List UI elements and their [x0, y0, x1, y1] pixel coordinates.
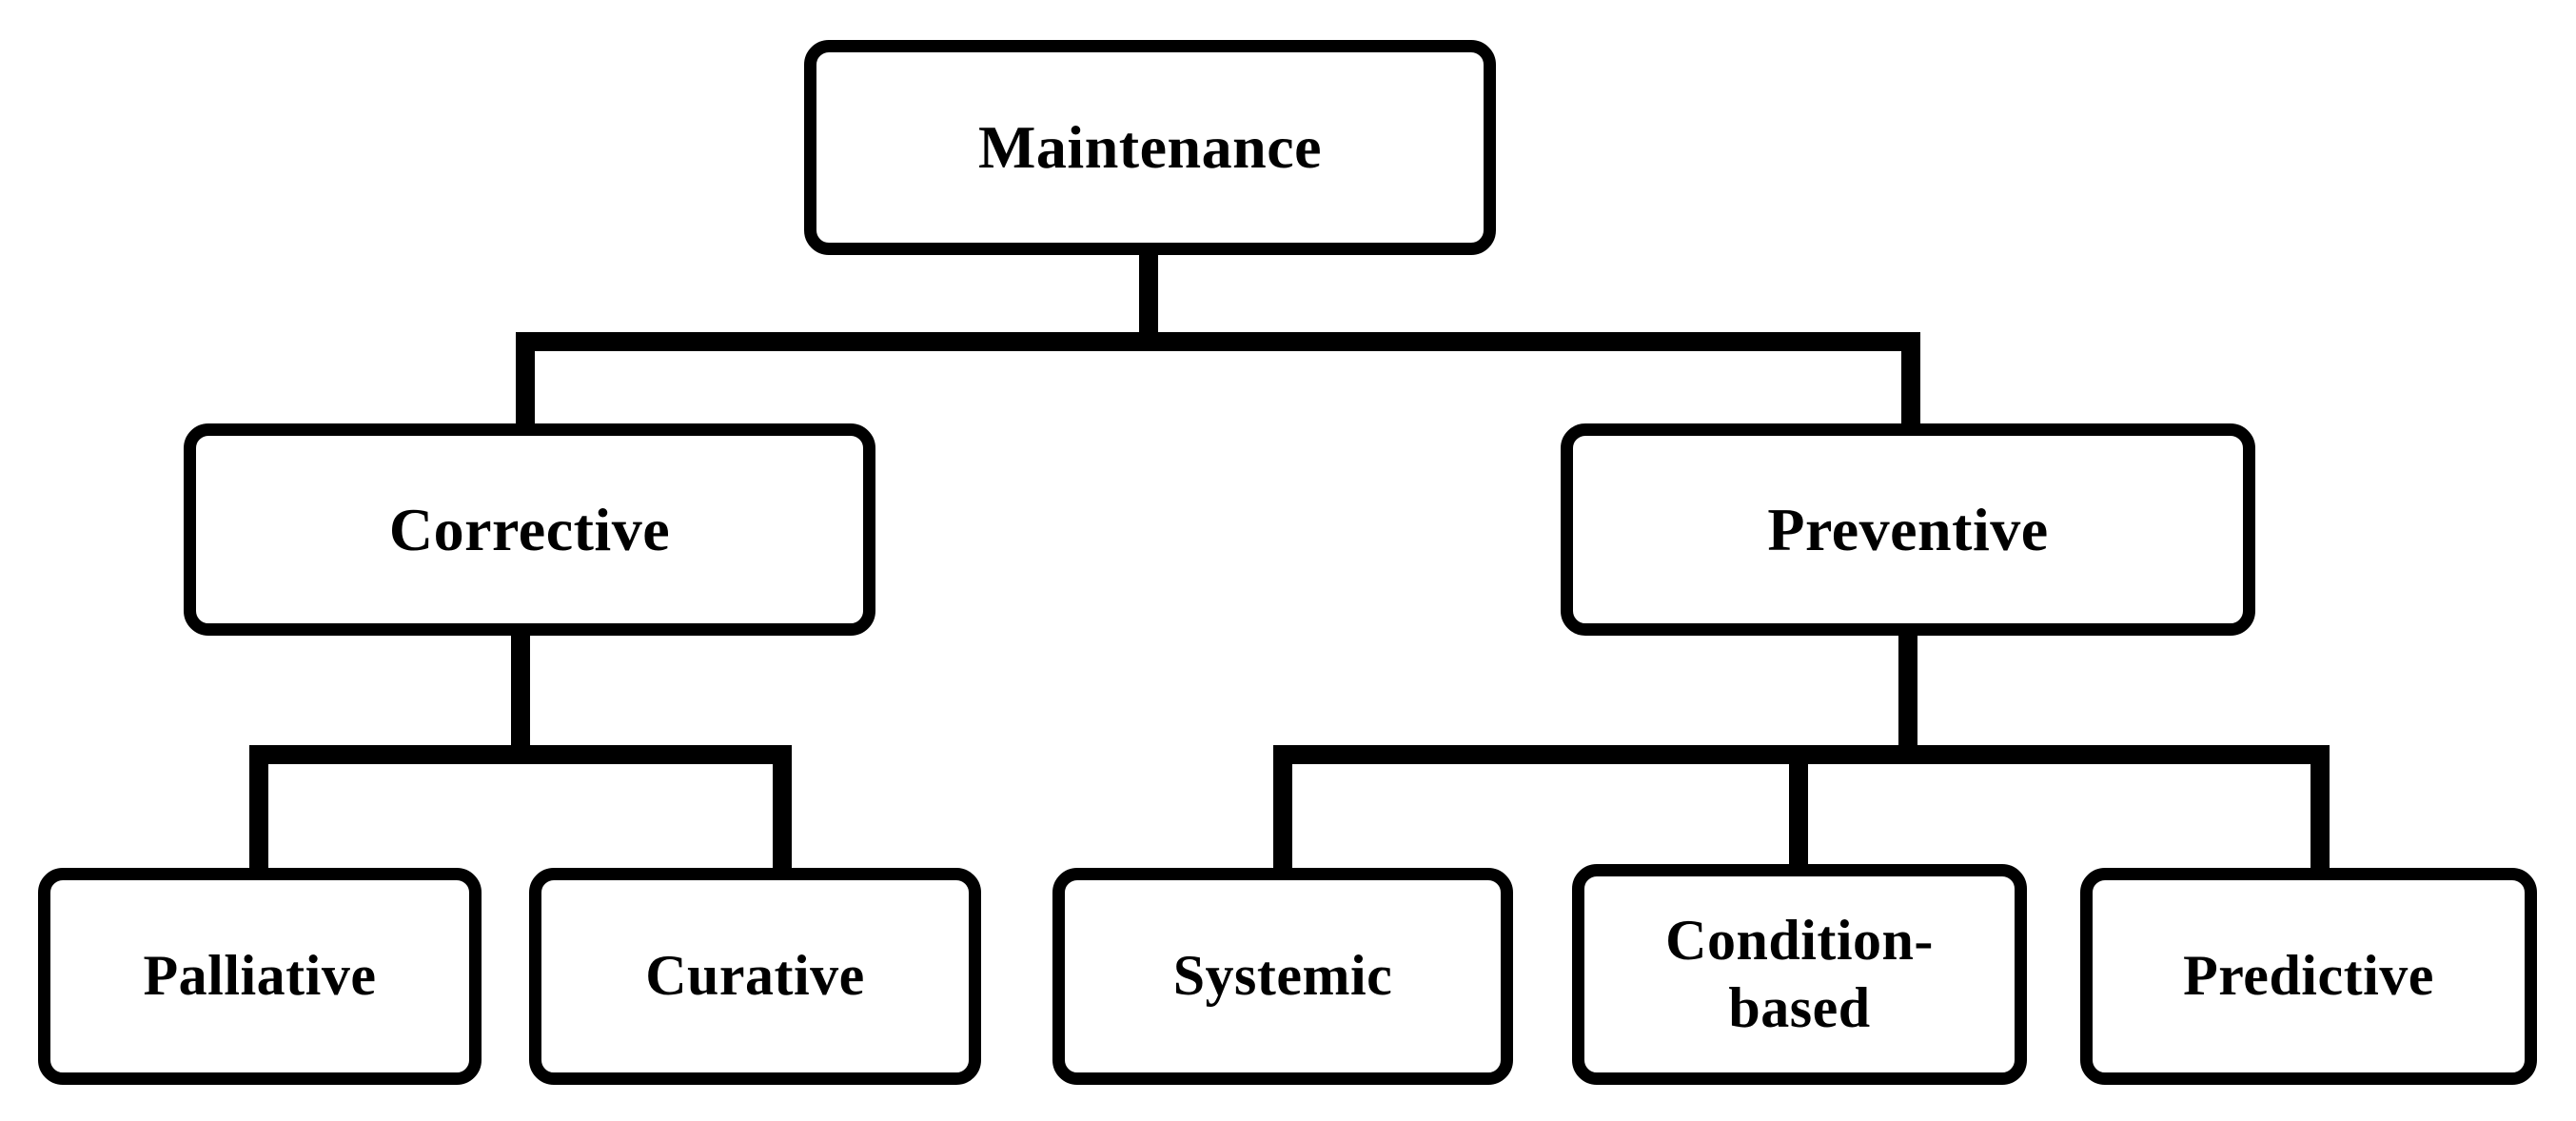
edge-drop-curative	[773, 745, 792, 875]
edge-corrective-stem	[511, 630, 530, 752]
node-curative-label: Curative	[645, 944, 865, 1008]
edge-drop-systemic	[1273, 745, 1292, 875]
edge-bus-level1	[516, 332, 1920, 351]
edge-bus-corrective	[249, 745, 792, 764]
node-palliative[interactable]: Palliative	[38, 868, 482, 1085]
node-curative[interactable]: Curative	[529, 868, 981, 1085]
node-systemic[interactable]: Systemic	[1052, 868, 1513, 1085]
edge-maintenance-stem	[1139, 249, 1158, 337]
edge-drop-preventive	[1901, 332, 1920, 431]
node-predictive[interactable]: Predictive	[2080, 868, 2537, 1085]
node-condition-based[interactable]: Condition- based	[1572, 864, 2027, 1085]
node-preventive[interactable]: Preventive	[1561, 423, 2255, 636]
node-corrective-label: Corrective	[388, 495, 671, 563]
node-maintenance-label: Maintenance	[978, 113, 1322, 182]
edge-drop-corrective	[516, 332, 535, 431]
edge-drop-palliative	[249, 745, 268, 875]
node-palliative-label: Palliative	[143, 944, 377, 1008]
edge-preventive-stem	[1898, 630, 1917, 752]
node-corrective[interactable]: Corrective	[184, 423, 875, 636]
edge-drop-predictive	[2311, 745, 2330, 875]
node-preventive-label: Preventive	[1767, 495, 2049, 563]
edge-bus-preventive	[1273, 745, 2330, 764]
node-maintenance[interactable]: Maintenance	[804, 40, 1496, 255]
node-predictive-label: Predictive	[2183, 944, 2434, 1008]
edge-drop-condition-based	[1789, 745, 1808, 875]
node-systemic-label: Systemic	[1172, 944, 1393, 1008]
node-condition-based-label: Condition- based	[1665, 909, 1934, 1039]
